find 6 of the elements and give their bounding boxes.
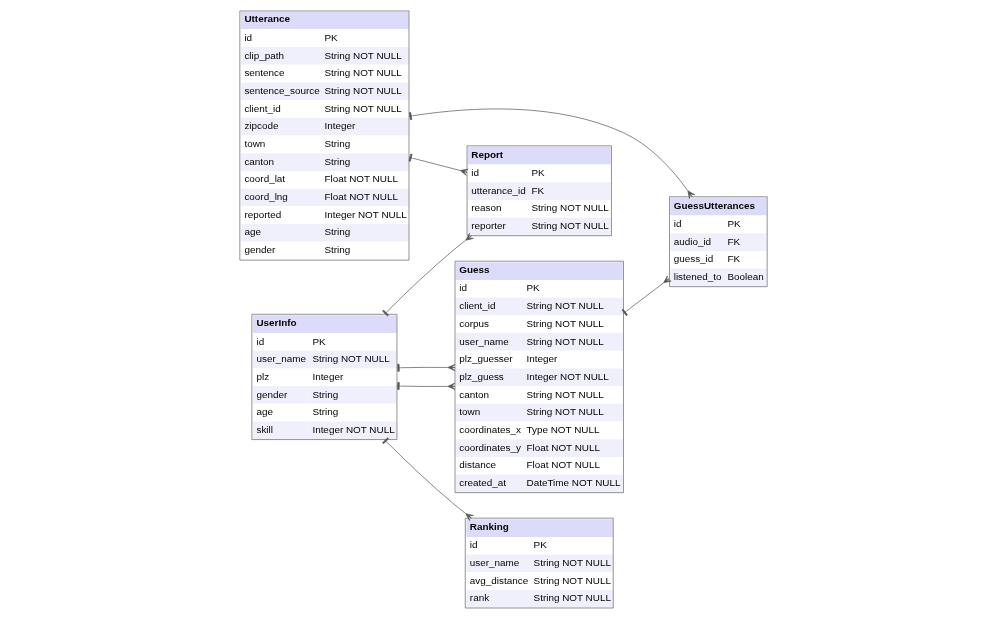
connector (396, 363, 456, 372)
connector (621, 275, 672, 317)
connector (396, 382, 456, 390)
connector (382, 437, 474, 521)
connector (408, 153, 469, 176)
connector (382, 232, 474, 317)
